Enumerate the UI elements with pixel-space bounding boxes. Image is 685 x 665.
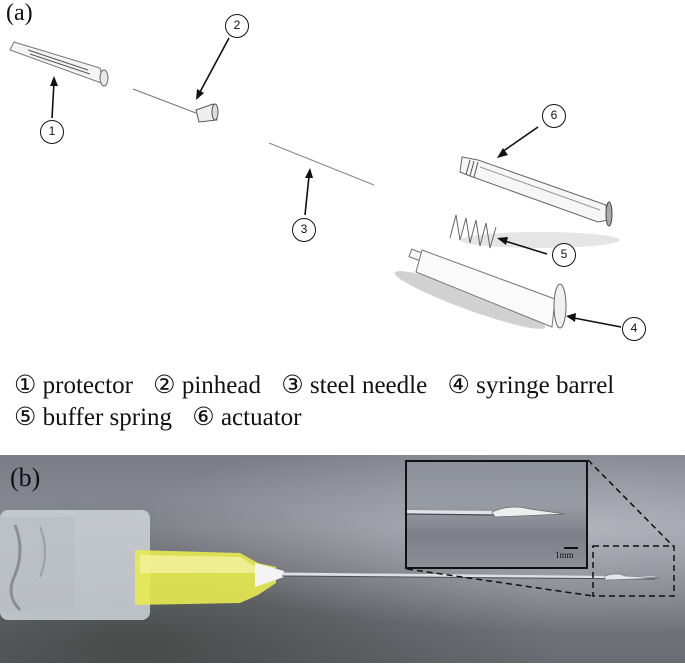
panel-b-photograph: (b) 1mm xyxy=(0,455,685,663)
needle-tip-inset: 1mm xyxy=(405,460,588,569)
scale-bar-label: 1mm xyxy=(555,550,574,560)
callout-1: 1 xyxy=(40,120,64,144)
buffer-spring-drawing xyxy=(449,214,497,249)
syringe-barrel-drawing xyxy=(394,248,567,329)
legend-item-buffer-spring: ⑤ buffer spring xyxy=(14,404,173,431)
callout-5: 5 xyxy=(552,243,576,267)
legend-item-steel-needle: ③ steel needle xyxy=(281,372,428,399)
protector-drawing xyxy=(9,41,109,87)
actuator-drawing xyxy=(459,156,620,248)
callout-2: 2 xyxy=(225,14,249,38)
callout-6: 6 xyxy=(542,104,566,128)
steel-needle-drawing xyxy=(268,142,375,186)
legend-row-2: ⑤ buffer spring ⑥ actuator xyxy=(14,402,628,434)
scale-bar xyxy=(564,547,578,549)
legend-item-protector: ① protector xyxy=(14,372,133,399)
parts-legend: ① protector ② pinhead ③ steel needle ④ s… xyxy=(14,370,628,434)
legend-item-syringe-barrel: ④ syringe barrel xyxy=(447,372,615,399)
callout-4: 4 xyxy=(622,317,646,341)
panel-b-label: (b) xyxy=(10,463,41,492)
pinhead-drawing xyxy=(132,88,219,123)
panel-a-exploded-view: (a) xyxy=(6,0,646,341)
callout-3: 3 xyxy=(292,218,316,242)
exploded-diagram-drawing xyxy=(9,37,622,329)
legend-item-actuator: ⑥ actuator xyxy=(192,404,302,431)
syringe-photo-drawing xyxy=(0,459,675,620)
legend-row-1: ① protector ② pinhead ③ steel needle ④ s… xyxy=(14,370,628,402)
legend-item-pinhead: ② pinhead xyxy=(153,372,261,399)
panel-a-label: (a) xyxy=(6,0,33,26)
inset-needle-tip-drawing xyxy=(407,506,566,518)
